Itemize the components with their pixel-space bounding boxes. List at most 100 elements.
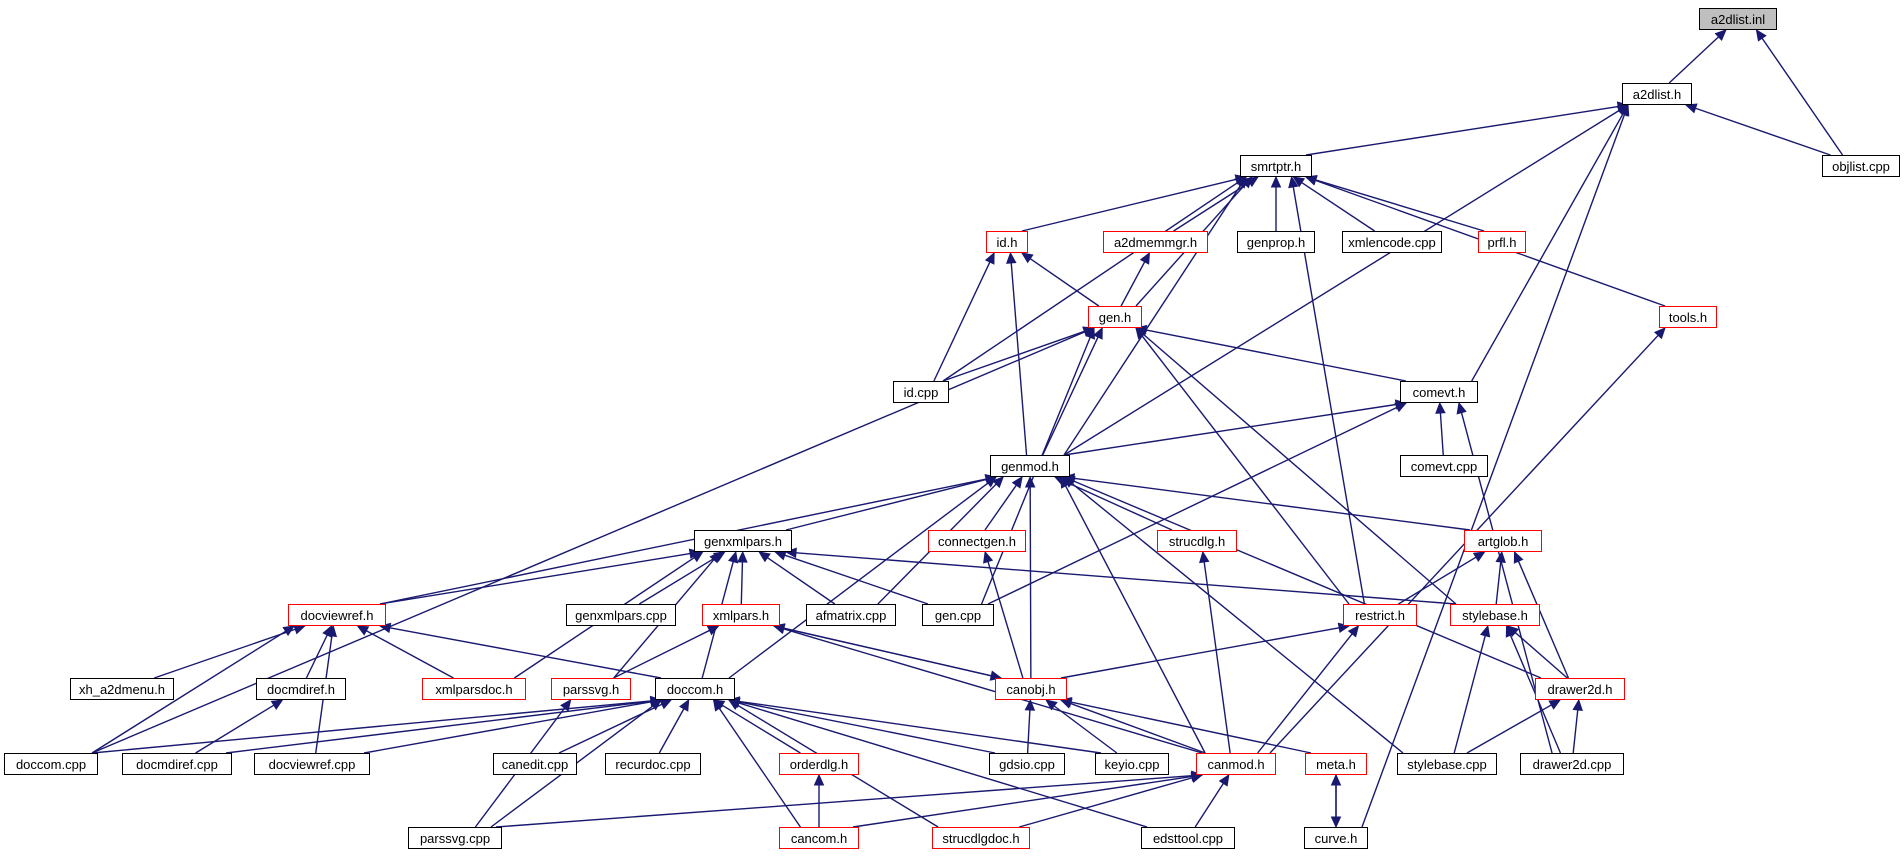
node-tools-h[interactable]: tools.h bbox=[1659, 306, 1717, 328]
edge-docviewref_cpp-to-doccom_h bbox=[363, 701, 652, 754]
edge-prfl_h-to-smrtptr_h bbox=[1315, 179, 1485, 232]
edge-gen_cpp-to-genxmlpars_h bbox=[784, 554, 929, 605]
node-gen-h[interactable]: gen.h bbox=[1088, 306, 1142, 328]
arrowhead-xmlpars_h-to-genxmlpars_h bbox=[737, 550, 748, 563]
edge-drawer2d_h-to-stylebase_h bbox=[1514, 632, 1568, 679]
node-docviewref-h[interactable]: docviewref.h bbox=[288, 604, 386, 626]
node-canmod-h[interactable]: canmod.h bbox=[1196, 753, 1276, 775]
node-comevt-h[interactable]: comevt.h bbox=[1400, 381, 1478, 403]
edge-restrict_h-to-gen_h bbox=[1141, 335, 1350, 605]
node-id-h[interactable]: id.h bbox=[986, 231, 1028, 253]
node-xh-a2dmenu-h[interactable]: xh_a2dmenu.h bbox=[70, 678, 174, 700]
arrowhead-genmod_h-to-id_h bbox=[1006, 251, 1017, 264]
edge-xmlparsdoc_h-to-docviewref_h bbox=[366, 630, 454, 679]
arrowhead-stylebase_h-to-gen_h bbox=[1135, 327, 1148, 339]
node-prfl-h[interactable]: prfl.h bbox=[1478, 231, 1526, 253]
edge-doccom_cpp-to-doccom_h bbox=[91, 700, 652, 754]
node-docmdiref-h[interactable]: docmdiref.h bbox=[256, 678, 346, 700]
edge-docmdiref_cpp-to-docmdiref_h bbox=[195, 704, 275, 754]
arrowhead-doccom_h-to-genmod_h bbox=[984, 476, 997, 488]
node-xmlencode-cpp[interactable]: xmlencode.cpp bbox=[1342, 231, 1442, 253]
node-strucdlg-h[interactable]: strucdlg.h bbox=[1157, 530, 1237, 552]
node-meta-h[interactable]: meta.h bbox=[1305, 753, 1367, 775]
edge-curve_h-to-a2dlist_h bbox=[1361, 114, 1626, 828]
edge-stylebase_h-to-artglob_h bbox=[1495, 561, 1502, 605]
node-doccom-cpp[interactable]: doccom.cpp bbox=[4, 753, 98, 775]
arrowhead-gdsio_cpp-to-canobj_h bbox=[1024, 698, 1036, 711]
node-artglob-h[interactable]: artglob.h bbox=[1464, 530, 1542, 552]
edge-gen_h-to-id_h bbox=[1029, 258, 1100, 307]
node-keyio-cpp[interactable]: keyio.cpp bbox=[1095, 753, 1169, 775]
node-drawer2d-h[interactable]: drawer2d.h bbox=[1535, 678, 1625, 700]
arrowhead-afmatrix_cpp-to-genmod_h bbox=[992, 476, 1005, 489]
edge-gdsio_cpp-to-canobj_h bbox=[1026, 709, 1031, 754]
edge-orderdlg_h-to-doccom_h bbox=[721, 704, 801, 754]
arrowhead-canobj_h-to-connectgen_h bbox=[983, 550, 994, 564]
arrowhead-canmod_h-to-restrict_h bbox=[1347, 625, 1360, 638]
edge-xmlpars_h-to-genxmlpars_h bbox=[740, 561, 744, 605]
node-genmod-h[interactable]: genmod.h bbox=[990, 455, 1070, 477]
edge-strucdlg_h-to-genmod_h bbox=[1063, 480, 1173, 531]
node-genxmlpars-h[interactable]: genxmlpars.h bbox=[694, 530, 792, 552]
node-canobj-h[interactable]: canobj.h bbox=[995, 678, 1067, 700]
node-xmlparsdoc-h[interactable]: xmlparsdoc.h bbox=[422, 678, 526, 700]
edge-genxmlpars_cpp-to-genxmlpars_h bbox=[638, 556, 717, 605]
node-docmdiref-cpp[interactable]: docmdiref.cpp bbox=[122, 753, 232, 775]
node-strucdlgdoc-h[interactable]: strucdlgdoc.h bbox=[932, 827, 1030, 849]
edge-docviewref_h-to-genxmlpars_h bbox=[379, 552, 691, 605]
node-docviewref-cpp[interactable]: docviewref.cpp bbox=[254, 753, 370, 775]
node-xmlpars-h[interactable]: xmlpars.h bbox=[702, 604, 780, 626]
node-afmatrix-cpp[interactable]: afmatrix.cpp bbox=[806, 604, 896, 626]
node-recurdoc-cpp[interactable]: recurdoc.cpp bbox=[605, 753, 701, 775]
edge-genmod_h-to-a2dlist_h bbox=[1063, 109, 1620, 456]
arrowhead-a2dlist_h-to-a2dlist_inl bbox=[1714, 29, 1727, 42]
edge-xmlencode_cpp-to-smrtptr_h bbox=[1301, 181, 1375, 232]
node-restrict-h[interactable]: restrict.h bbox=[1343, 604, 1417, 626]
node-canedit-cpp[interactable]: canedit.cpp bbox=[493, 753, 577, 775]
edge-keyio_cpp-to-doccom_h bbox=[738, 700, 1102, 754]
node-parssvg-cpp[interactable]: parssvg.cpp bbox=[408, 827, 502, 849]
node-edsttool-cpp[interactable]: edsttool.cpp bbox=[1141, 827, 1235, 849]
arrowhead-xh_a2dmenu_h-to-docviewref_h bbox=[293, 624, 306, 635]
node-gdsio-cpp[interactable]: gdsio.cpp bbox=[989, 753, 1065, 775]
node-connectgen-h[interactable]: connectgen.h bbox=[928, 530, 1026, 552]
node-a2dlist-h[interactable]: a2dlist.h bbox=[1622, 83, 1692, 105]
node-stylebase-cpp[interactable]: stylebase.cpp bbox=[1397, 753, 1497, 775]
node-curve-h[interactable]: curve.h bbox=[1304, 827, 1368, 849]
edge-afmatrix_cpp-to-genxmlpars_h bbox=[767, 557, 836, 605]
node-cancom-h[interactable]: cancom.h bbox=[779, 827, 859, 849]
edge-artglob_h-to-genmod_h bbox=[1073, 477, 1471, 531]
arrowhead-connectgen_h-to-genmod_h bbox=[1011, 476, 1023, 489]
edge-gen_cpp-to-comevt_h bbox=[987, 406, 1398, 605]
edge-genxmlpars_h-to-genmod_h bbox=[785, 478, 987, 531]
edge-id_cpp-to-gen_h bbox=[942, 330, 1085, 382]
node-id-cpp[interactable]: id.cpp bbox=[893, 381, 949, 403]
node-genprop-h[interactable]: genprop.h bbox=[1237, 231, 1315, 253]
node-objlist-cpp[interactable]: objlist.cpp bbox=[1822, 155, 1900, 177]
arrowhead-drawer2d_cpp-to-stylebase_h bbox=[1505, 624, 1516, 638]
node-orderdlg-h[interactable]: orderdlg.h bbox=[779, 753, 859, 775]
arrowhead-gen_cpp-to-comevt_h bbox=[1394, 402, 1408, 413]
edge-canmod_h-to-xmlpars_h bbox=[783, 628, 1203, 754]
edge-gen_h-to-a2dmemmgr_h bbox=[1120, 261, 1146, 307]
node-doccom-h[interactable]: doccom.h bbox=[655, 678, 735, 700]
edge-strucdlgdoc_h-to-canmod_h bbox=[1019, 777, 1193, 828]
edge-drawer2d_cpp-to-drawer2d_h bbox=[1572, 709, 1579, 754]
node-gen-cpp[interactable]: gen.cpp bbox=[922, 604, 994, 626]
edge-a2dlist_h-to-a2dlist_inl bbox=[1668, 36, 1720, 84]
node-comevt-cpp[interactable]: comevt.cpp bbox=[1400, 455, 1488, 477]
node-parssvg-h[interactable]: parssvg.h bbox=[551, 678, 631, 700]
edge-genmod_h-to-smrtptr_h bbox=[1063, 184, 1242, 456]
edge-comevt_h-to-gen_h bbox=[1145, 329, 1407, 382]
arrowhead-cancom_h-to-doccom_h bbox=[712, 698, 724, 712]
edge-stylebase_cpp-to-drawer2d_h bbox=[1466, 704, 1552, 754]
node-smrtptr-h[interactable]: smrtptr.h bbox=[1240, 155, 1312, 177]
node-a2dlist-inl: a2dlist.inl bbox=[1699, 8, 1777, 30]
node-a2dmemmgr-h[interactable]: a2dmemmgr.h bbox=[1103, 231, 1208, 253]
node-drawer2d-cpp[interactable]: drawer2d.cpp bbox=[1520, 753, 1624, 775]
node-genxmlpars-cpp[interactable]: genxmlpars.cpp bbox=[566, 604, 676, 626]
edge-canobj_h-to-restrict_h bbox=[1060, 627, 1340, 679]
node-stylebase-h[interactable]: stylebase.h bbox=[1450, 604, 1540, 626]
